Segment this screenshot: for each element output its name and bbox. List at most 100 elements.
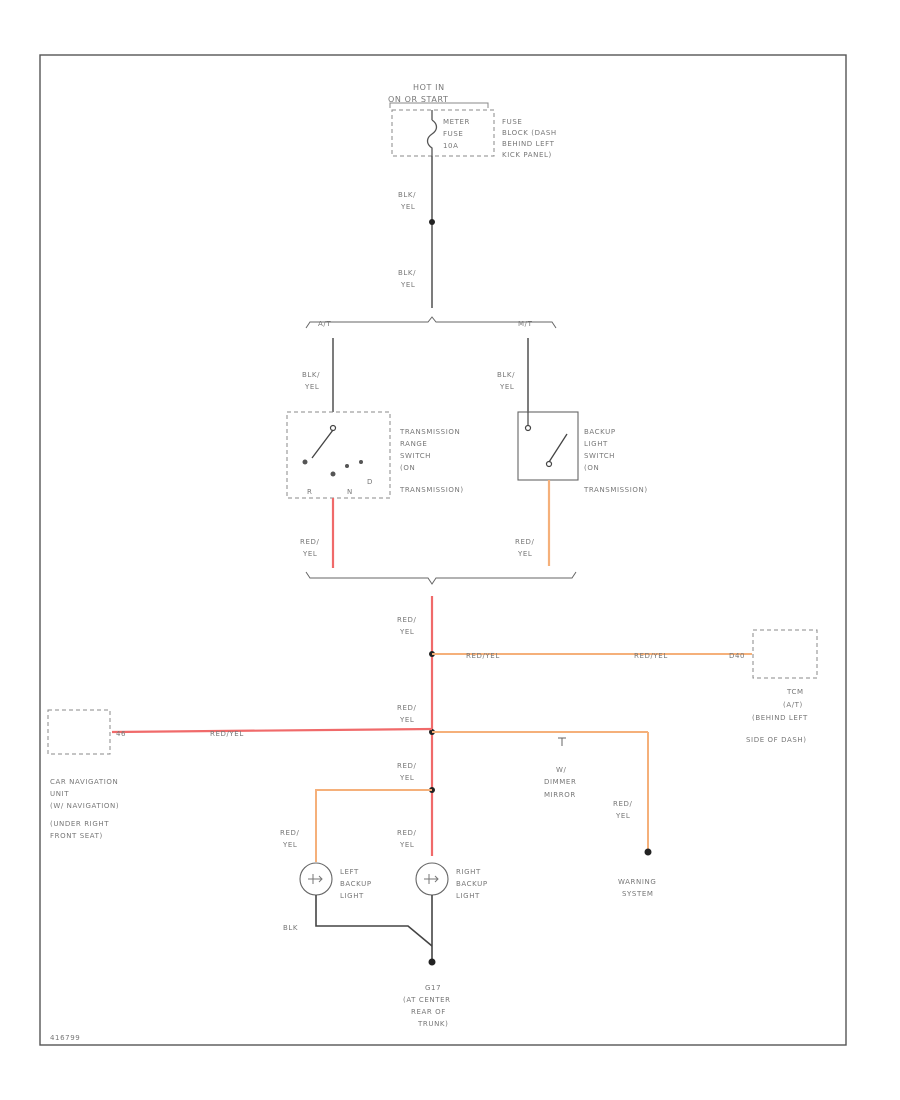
nav-unit-box [47,709,111,755]
wire-label-blk-1b: YEL [400,203,415,211]
tcm-label-2: (A/T) [783,701,803,709]
branch-mt-label: M/T [518,320,533,328]
trans-pos-r: R [307,488,312,496]
wire-label-blk-2b: YEL [400,281,415,289]
right-light-label-2: BACKUP [456,880,488,888]
fuse-block-label-3: BEHIND LEFT [502,140,555,148]
right-bulb-filament [424,874,439,884]
ground-point [428,958,436,966]
ground-label-3: REAR OF [411,1008,446,1016]
wire-label-warning-b: YEL [615,812,630,820]
backup-light-switch-box [517,411,579,481]
fuse-block-label-4: KICK PANEL) [502,151,552,159]
trans-switch-label-2: RANGE [400,440,427,448]
power-bracket [389,102,489,108]
left-light-label-3: LIGHT [340,892,364,900]
trans-switch-label-3: SWITCH [400,452,431,460]
merge-bracket [305,571,577,585]
wire-label-blk-2a: BLK/ [398,269,416,277]
power-label-1: HOT IN [413,83,445,92]
ground-label-4: TRUNK) [417,1020,448,1028]
wire-label-at-red-a: RED/ [300,538,319,546]
trans-contact-n [345,464,349,468]
at-mt-branch-bracket [305,316,557,329]
trunk-label-1a: RED/ [397,616,416,624]
branch-at-label: A/T [318,320,331,328]
wire-label-mt-a: BLK/ [497,371,515,379]
dimmer-label-2: DIMMER [544,778,576,786]
trunk-label-1b: YEL [399,628,414,636]
backup-switch-label-1: BACKUP [584,428,616,436]
fuse-label-3: 10A [443,142,459,150]
backup-switch-label-3: SWITCH [584,452,615,460]
backup-switch-label-4: (ON [584,464,599,472]
fuse-symbol [426,110,438,156]
backup-switch-label-2: LIGHT [584,440,608,448]
trans-contact-d [359,460,363,464]
warning-terminal [644,848,652,856]
wire-blk-left-ground [315,895,433,947]
warning-label-2: SYSTEM [622,890,654,898]
ground-label-1: G17 [425,984,441,992]
fuse-label-2: FUSE [443,130,463,138]
trans-pos-n: N [347,488,353,496]
nav-label-3: (W/ NAVIGATION) [50,802,119,810]
wire-label-mt-red-b: YEL [517,550,532,558]
power-label-2: ON OR START [388,95,449,104]
left-light-wire-b: YEL [282,841,297,849]
trans-switch-label-5: TRANSMISSION) [399,486,464,494]
tcm-label-1: TCM [786,688,804,696]
wire-label-at-b: YEL [304,383,319,391]
backup-switch-label-5: TRANSMISSION) [583,486,648,494]
right-light-wire-b: YEL [399,841,414,849]
nav-wire-label: RED/YEL [210,730,244,738]
right-light-label-3: LIGHT [456,892,480,900]
nav-label-1: CAR NAVIGATION [50,778,118,786]
ground-label-2: (AT CENTER [403,996,451,1004]
nav-label-5: FRONT SEAT) [50,832,103,840]
wire-to-left-light [315,789,432,862]
wire-to-nav [111,727,433,734]
tcm-label-3: (BEHIND LEFT [752,714,808,722]
left-light-label-2: BACKUP [340,880,372,888]
tcm-wire-label-1: RED/YEL [466,652,500,660]
left-light-wire-a: RED/ [280,829,299,837]
diagram-border [39,54,847,1046]
backup-switch-bottom [545,460,553,468]
trans-contact-r [330,471,336,477]
tcm-wire-label-2: RED/YEL [634,652,668,660]
trans-switch-blade [311,429,334,459]
warning-label-1: WARNING [618,878,656,886]
wire-blk-label: BLK [283,924,298,932]
figure-id: 416799 [50,1034,80,1042]
nav-pin-label: 46 [116,730,126,738]
wire-label-blk-1a: BLK/ [398,191,416,199]
nav-label-2: UNIT [50,790,69,798]
trunk-label-2b: YEL [399,716,414,724]
wire-label-mt-red-a: RED/ [515,538,534,546]
backup-switch-blade [548,433,568,463]
right-light-wire-a: RED/ [397,829,416,837]
fuse-block-label-1: FUSE [502,118,522,126]
trans-contact-p [302,459,308,465]
trans-switch-label-4: (ON [400,464,415,472]
left-bulb-filament [308,874,323,884]
splice-dot-1 [429,219,435,225]
tcm-pin-label: D40 [729,652,745,660]
fuse-block-box [391,109,495,157]
trans-pos-d: D [367,478,373,486]
trunk-label-3b: YEL [399,774,414,782]
fuse-block-label-2: BLOCK (DASH [502,129,557,137]
dimmer-label-1: W/ [556,766,567,774]
nav-label-4: (UNDER RIGHT [50,820,109,828]
tcm-box [752,629,818,679]
fuse-label-1: METER [443,118,470,126]
wire-label-at-red-b: YEL [302,550,317,558]
wire-label-at-a: BLK/ [302,371,320,379]
left-light-label-1: LEFT [340,868,359,876]
trans-switch-common [329,424,337,432]
trunk-label-3a: RED/ [397,762,416,770]
dimmer-label-3: MIRROR [544,791,576,799]
backup-switch-top [524,424,532,432]
